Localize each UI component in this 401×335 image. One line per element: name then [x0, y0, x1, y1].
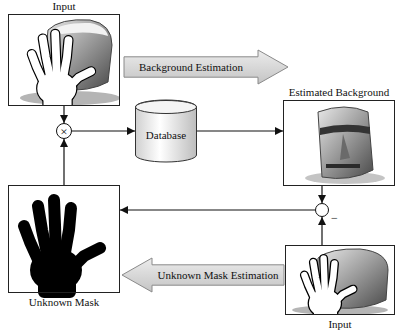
- input-picture: [292, 249, 388, 314]
- flow-arrow: [321, 217, 322, 245]
- flow-arrow: [197, 130, 283, 131]
- background-image-box: Estimated Background: [283, 100, 395, 186]
- image-caption: Input: [52, 0, 75, 13]
- hand-outline: [32, 34, 91, 105]
- input-image-box: Input: [285, 245, 395, 315]
- hand-mask: [24, 200, 100, 292]
- database-cylinder: Database: [135, 100, 197, 162]
- moai-mouth: [326, 164, 360, 168]
- flow-arrow: [120, 209, 315, 210]
- image-caption: Input: [328, 318, 351, 331]
- node-label: Background Estimation: [139, 61, 243, 74]
- hand-figure: [32, 34, 91, 105]
- arrow-shape: [124, 50, 288, 84]
- moai-head: [318, 107, 373, 178]
- input-picture: [20, 20, 119, 105]
- cylinder-top: [136, 101, 197, 114]
- flow-arrow: [72, 130, 135, 131]
- arrow-shape: [122, 258, 284, 292]
- flow-arrow: [321, 186, 322, 203]
- flow-arrow: [63, 106, 64, 123]
- subtract-node: −: [315, 203, 329, 217]
- image-caption: Estimated Background: [289, 86, 390, 99]
- operator-symbol: −: [331, 212, 338, 224]
- process-arrow: Background Estimation: [124, 50, 288, 84]
- node-label: Database: [146, 129, 186, 142]
- image-caption: Unknown Mask: [29, 296, 100, 309]
- background-picture: [305, 107, 385, 184]
- hand-outline: [304, 258, 353, 314]
- mask-image-box: Unknown Mask: [8, 185, 120, 293]
- hand-figure: [304, 258, 353, 314]
- process-arrow: Unknown Mask Estimation: [122, 258, 284, 292]
- cylinder-body: [136, 100, 197, 162]
- moai-nose: [340, 134, 350, 160]
- flow-arrow: [63, 139, 64, 185]
- operator-symbol: ×: [60, 125, 67, 138]
- moai-brow: [320, 125, 370, 135]
- node-label: Unknown Mask Estimation: [158, 269, 279, 282]
- multiply-node: ×: [56, 123, 72, 139]
- input-image-box: Input: [8, 14, 120, 106]
